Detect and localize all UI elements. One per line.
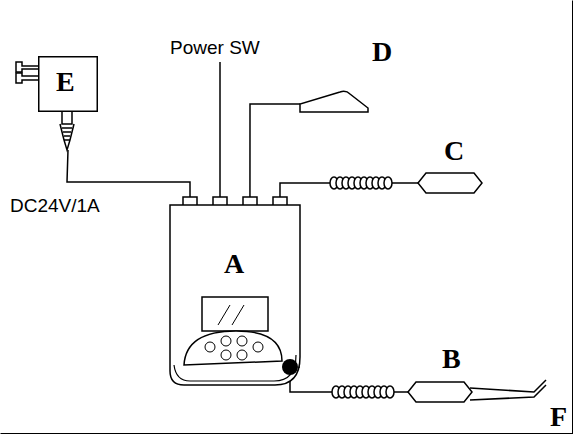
handpiece: C [418, 172, 482, 194]
cord-relief [60, 112, 74, 150]
part-letter: B [442, 345, 461, 373]
burr-tip [470, 380, 546, 400]
part-letter: F [550, 403, 567, 431]
leader-line [219, 62, 221, 198]
handpiece: B [408, 381, 472, 403]
text-label: Power SW [170, 38, 260, 57]
coil-winding [384, 177, 392, 189]
cord-relief-ribs [62, 128, 72, 136]
text-label: DC24V/1A [10, 196, 100, 215]
part-letter: E [56, 68, 75, 96]
part-letter: C [444, 137, 464, 165]
wire [250, 104, 300, 205]
controller-body: A [170, 205, 300, 385]
foot-pedal-outline [300, 88, 368, 112]
plug-prong [16, 73, 38, 83]
handpiece-outline [418, 172, 482, 194]
handpiece-outline [408, 381, 472, 403]
plug-prong [16, 62, 38, 72]
controller-body-outline [170, 205, 300, 385]
part-letter: A [224, 250, 244, 278]
adapter-box: E [38, 56, 98, 112]
part-letter: D [372, 38, 392, 66]
coil-cord [330, 177, 394, 398]
coil-winding [386, 386, 394, 398]
foot-pedal: D [300, 88, 368, 112]
